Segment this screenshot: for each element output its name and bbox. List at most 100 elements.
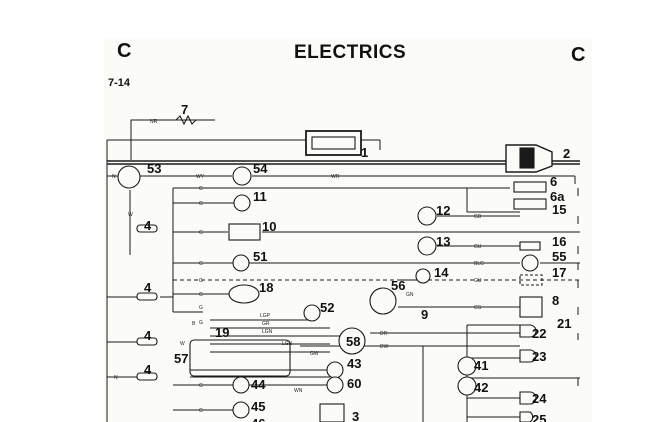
gauge-symbol: [417, 236, 437, 256]
sender-symbol: [513, 181, 547, 193]
component-label: 4: [144, 280, 152, 295]
lamp-symbol: [326, 361, 344, 379]
component-label: 17: [552, 265, 566, 280]
component-label: 8: [552, 293, 559, 308]
wire-code: LGP: [260, 313, 271, 319]
component-label: 13: [436, 234, 450, 249]
component-label: 46: [251, 416, 265, 422]
wire-code: GU: [474, 278, 482, 284]
wire-code: GR: [262, 321, 270, 327]
component-label: 6a: [550, 189, 565, 204]
component-label: 16: [552, 234, 566, 249]
wire-code: WY: [196, 174, 205, 180]
wire-code: G: [199, 320, 203, 326]
section-letter-left: C: [117, 40, 132, 62]
wire-code: B: [192, 321, 196, 327]
motor-symbol: [369, 287, 397, 315]
component-label: 24: [532, 391, 547, 406]
battery-connector-symbol: [117, 165, 141, 189]
connector-symbol: [136, 292, 158, 301]
component-label: 11: [253, 189, 267, 204]
lamp-symbol: [457, 356, 477, 376]
wire-code: LGN: [282, 341, 293, 347]
connector-symbol: [136, 372, 158, 381]
lamp-symbol: [326, 376, 344, 394]
component-label: 10: [262, 219, 276, 234]
component-label: 45: [251, 399, 265, 414]
gauge-symbol: [417, 206, 437, 226]
relay-symbol: [228, 223, 261, 241]
component-label: 18: [259, 280, 273, 295]
wire-code: W: [180, 341, 185, 347]
wire-code: G: [199, 261, 203, 267]
component-label: 57: [174, 351, 188, 366]
component-label: 52: [320, 300, 334, 315]
component-label: 4: [144, 328, 152, 343]
horn-symbol: [228, 284, 260, 304]
lamp-symbol: [232, 254, 250, 272]
component-label: 7: [181, 102, 188, 117]
wire-code: BLG: [474, 261, 484, 267]
lamp-symbol: [232, 166, 252, 186]
wire-code: N: [114, 375, 118, 381]
wire-code: G: [199, 201, 203, 207]
page-title: ELECTRICS: [294, 42, 407, 63]
component-label: 25: [532, 412, 546, 422]
wire-code: LGN: [262, 329, 273, 335]
wire-code: WN: [294, 388, 303, 394]
wire-code-labels: NR WY WR N W G G GB G GU G BLG G GU GN G…: [112, 119, 484, 414]
component-label: 43: [347, 356, 361, 371]
wire-code: G: [199, 305, 203, 311]
wire-code: NR: [150, 119, 158, 125]
motor-symbol: [338, 327, 366, 355]
wire-code: GW: [310, 351, 319, 357]
wire-code: G: [199, 278, 203, 284]
wire-code: GB: [474, 214, 482, 220]
component-label: 53: [147, 161, 161, 176]
switch-assembly-symbol: [189, 339, 291, 377]
connector-symbol: [136, 337, 158, 346]
resistor-symbol: [175, 114, 197, 126]
component-label: 4: [144, 362, 152, 377]
component-label: 54: [253, 161, 268, 176]
component-label: 58: [346, 334, 360, 349]
sender-symbol: [519, 274, 543, 286]
lamp-holder-symbol: [519, 391, 537, 405]
component-label: 6: [550, 174, 557, 189]
wire-code: DR: [380, 331, 388, 337]
component-label: 22: [532, 326, 546, 341]
fuse-box-inner: [311, 136, 356, 150]
wire-code: N: [112, 174, 116, 180]
sender-symbol: [519, 241, 541, 251]
page-number: 7-14: [108, 77, 131, 89]
component-label: 12: [436, 203, 450, 218]
ignition-switch-body: [519, 147, 535, 169]
motor-symbol: [319, 403, 345, 422]
switch-symbol: [415, 268, 431, 284]
wire-code: G: [199, 186, 203, 192]
component-label: 9: [421, 307, 428, 322]
component-label: 15: [552, 202, 566, 217]
component-label: 14: [434, 265, 449, 280]
component-label: 21: [557, 316, 571, 331]
wire-code: GN: [406, 292, 414, 298]
sender-symbol: [513, 198, 547, 210]
wire-code: G: [199, 383, 203, 389]
component-labels: 7 1 2 53 54 6 6a 11 15 12 4 10 16 13 55 …: [144, 102, 571, 422]
component-symbols: [117, 114, 553, 422]
fuse-box-symbol: [305, 130, 362, 156]
component-label: 1: [361, 145, 368, 160]
lamp-holder-symbol: [519, 411, 534, 422]
component-label: 41: [474, 358, 488, 373]
wire-code: DW: [380, 344, 389, 350]
lamp-cluster-symbol: [519, 296, 543, 318]
component-label: 60: [347, 376, 361, 391]
wire-code: GS: [474, 305, 482, 311]
switch-symbol: [233, 194, 251, 212]
connector-symbol: [136, 224, 158, 233]
component-label: 4: [144, 218, 152, 233]
component-label: 55: [552, 249, 566, 264]
wire-code: WR: [331, 174, 340, 180]
component-label: 51: [253, 249, 267, 264]
